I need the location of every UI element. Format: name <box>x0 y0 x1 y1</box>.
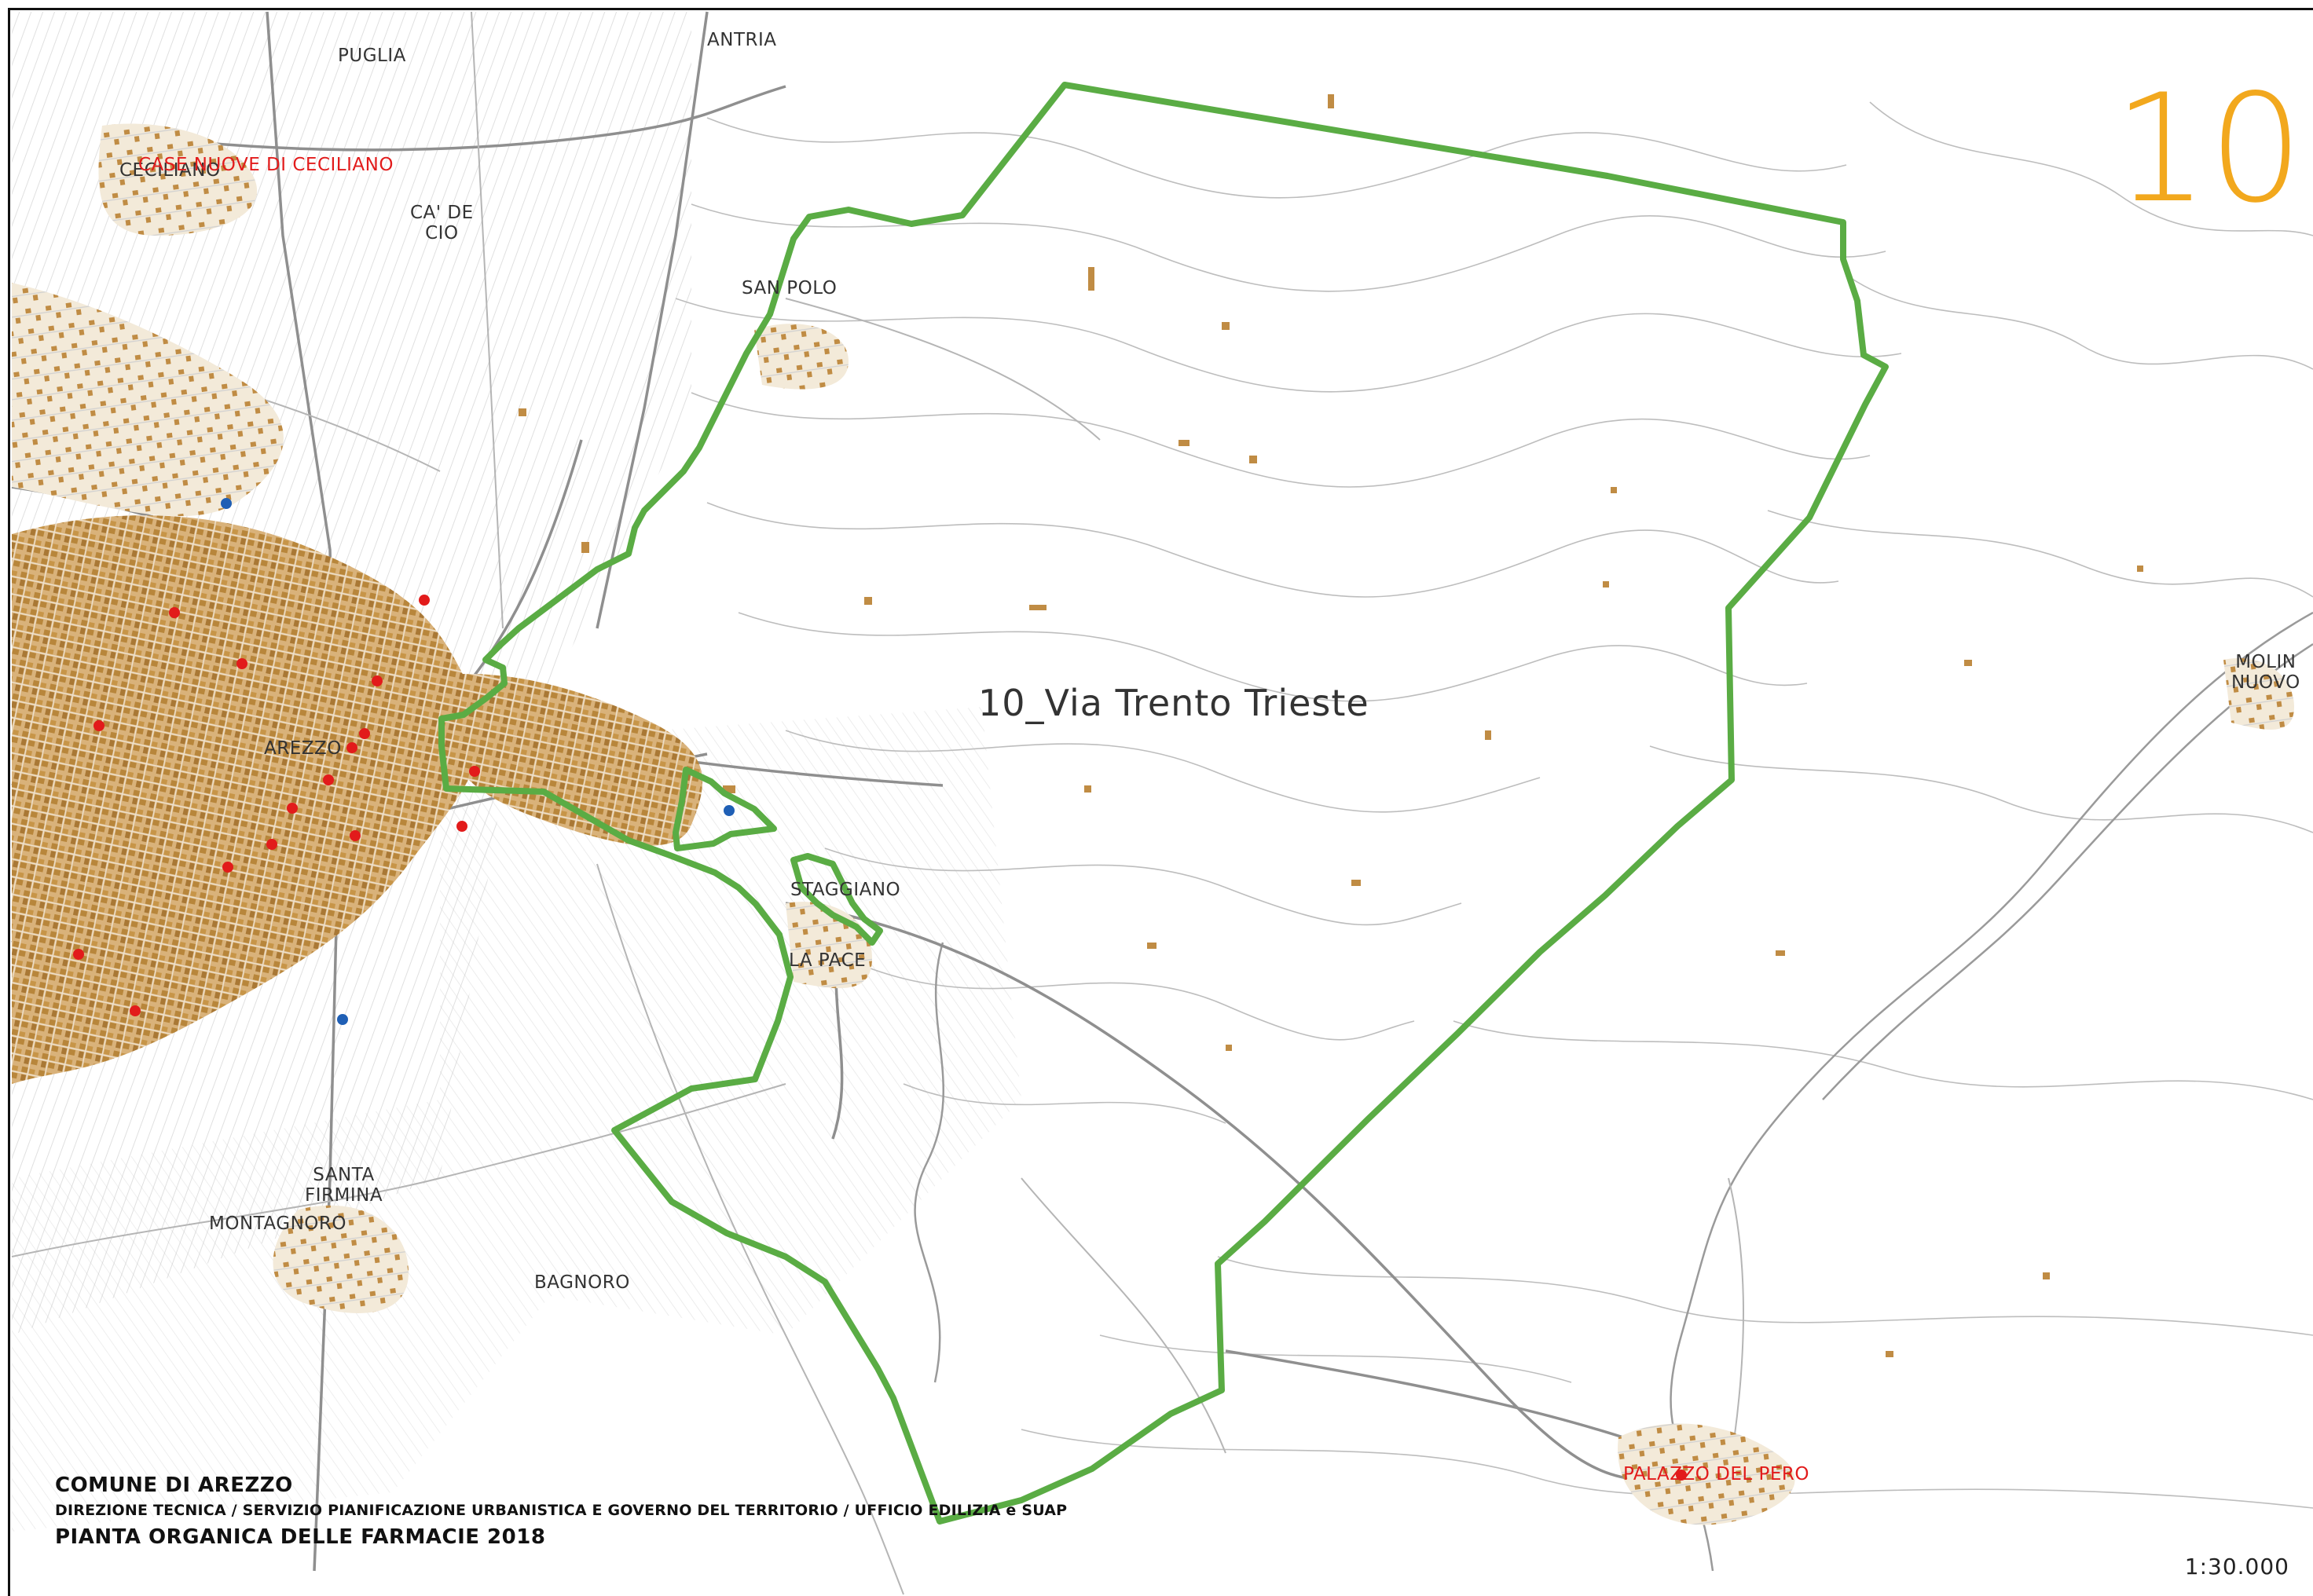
pharmacy-marker-blue <box>724 805 735 816</box>
pharmacy-marker <box>169 607 180 618</box>
title-municipality: COMUNE DI AREZZO <box>55 1473 293 1497</box>
pharmacy-marker <box>73 949 84 960</box>
place-label-case-nuove: CASE NUOVE DI CECILIANO <box>138 155 394 175</box>
place-label-palazzo-del-pero: PALAZZO DEL PERO <box>1623 1464 1809 1484</box>
pharmacy-marker <box>372 675 383 686</box>
pharmacy-marker-blue <box>337 1014 348 1025</box>
place-label-molin-nuovo: MOLIN NUOVO <box>2231 652 2300 693</box>
place-label-puglia: PUGLIA <box>338 46 406 66</box>
place-label-staggiano: STAGGIANO <box>790 880 901 900</box>
pharmacy-marker <box>419 595 430 606</box>
zone-label: 10_Via Trento Trieste <box>978 682 1369 724</box>
place-label-la-pace: LA PACE <box>789 950 867 971</box>
title-department: DIREZIONE TECNICA / SERVIZIO PIANIFICAZI… <box>55 1502 1068 1519</box>
pharmacy-marker <box>1676 1470 1687 1481</box>
pharmacy-marker <box>323 774 334 785</box>
pharmacy-marker <box>266 839 277 850</box>
pharmacy-marker <box>346 742 357 753</box>
pharmacy-marker <box>222 862 233 873</box>
pharmacy-marker <box>93 720 104 731</box>
contour-lines <box>675 101 2313 1509</box>
place-label-santa-firmina: SANTA FIRMINA <box>305 1165 383 1206</box>
place-label-arezzo: AREZZO <box>264 738 342 759</box>
river-lines <box>914 611 2313 1572</box>
place-label-bagnoro: BAGNORO <box>534 1272 630 1293</box>
pharmacy-markers <box>73 498 1687 1481</box>
pharmacy-marker <box>130 1005 141 1016</box>
pharmacy-marker <box>359 728 370 739</box>
place-label-ca-de-cio: CA' DE CIO <box>410 203 474 243</box>
place-label-san-polo: SAN POLO <box>742 278 838 298</box>
map-frame <box>8 8 2313 1596</box>
pharmacy-marker <box>456 821 467 832</box>
map-scale: 1:30.000 <box>2184 1554 2289 1580</box>
scattered-buildings <box>519 94 2143 1357</box>
zone-boundary-inner <box>673 767 777 851</box>
zone-boundary-inner-loop <box>790 853 883 946</box>
zone-boundary[interactable] <box>438 82 1889 1525</box>
pharmacy-marker <box>287 803 298 814</box>
pharmacy-marker <box>236 658 247 669</box>
pharmacy-marker <box>350 830 361 841</box>
place-label-montagnoro: MONTAGNORO <box>209 1213 346 1234</box>
title-plan: PIANTA ORGANICA DELLE FARMACIE 2018 <box>55 1525 546 1549</box>
place-label-ceciliano: CECILIANO <box>119 160 221 181</box>
pharmacy-marker <box>469 766 480 777</box>
urban-areas <box>12 123 2294 1525</box>
pharmacy-marker-blue <box>221 498 232 509</box>
zone-number: 10 <box>2113 62 2304 236</box>
place-label-antria: ANTRIA <box>707 30 777 50</box>
title-block: COMUNE DI AREZZO DIREZIONE TECNICA / SER… <box>55 1473 1067 1549</box>
